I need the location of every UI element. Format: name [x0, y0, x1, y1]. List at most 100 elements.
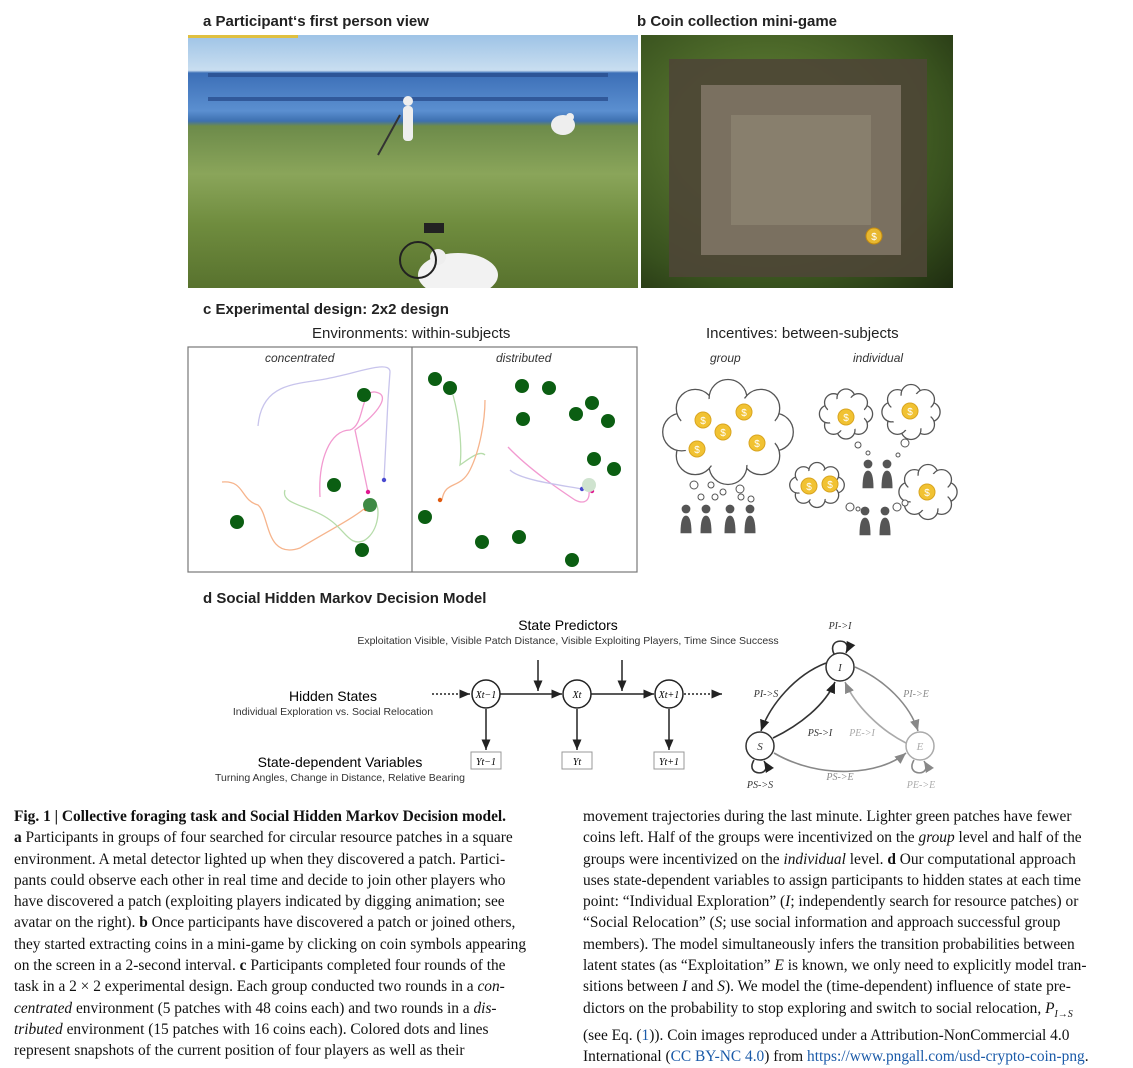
coin-icon: $ [918, 483, 936, 501]
person-icon [724, 504, 736, 534]
caption-line: on the screen in a 2-second interval. c … [14, 955, 526, 976]
state-label: S [757, 741, 763, 753]
thought-bubble [719, 488, 727, 496]
individual-thought-cloud [898, 463, 958, 521]
thought-bubble [711, 493, 719, 501]
incentives-title: Incentives: between-subjects [706, 325, 899, 342]
concentrated-label: concentrated [265, 351, 335, 365]
thought-bubble [707, 481, 715, 489]
caption-line: avatar on the right). b Once participant… [14, 912, 526, 933]
caption-text: Participants in groups of four searched … [21, 829, 513, 847]
coin-symbol: $ [720, 428, 726, 439]
caption-text: groups were incentivized on the [583, 850, 784, 868]
caption-text: a [14, 829, 22, 847]
caption-line: groups were incentivized on the individu… [583, 849, 1089, 870]
transition-probability-label: PS->I [807, 728, 833, 739]
coin-symbol: $ [843, 413, 849, 424]
player-trajectory [319, 391, 383, 498]
hidden-state-node: Xt+1 [654, 679, 684, 709]
first-person-scene [188, 35, 608, 288]
coin-symbol: $ [924, 488, 930, 499]
transition-probability-label: PI->E [902, 689, 929, 700]
state-predictors-title: State Predictors [518, 617, 618, 633]
caption-line: Fig. 1 | Collective foraging task and So… [14, 806, 526, 827]
coin-symbol: $ [754, 439, 760, 450]
transition-arrow [772, 681, 836, 739]
caption-text: movement trajectories during the last mi… [583, 808, 1072, 825]
caption-link[interactable]: 1 [641, 1027, 650, 1045]
caption-text: Once participants have discovered a patc… [147, 914, 516, 932]
resource-patch-depleted [582, 478, 596, 492]
transition-arrow [831, 640, 856, 655]
player-trajectory [507, 446, 590, 503]
caption-line: a Participants in groups of four searche… [14, 827, 526, 848]
state-E-node: E [905, 731, 935, 761]
caption-text: . [1084, 1048, 1089, 1066]
coin-icon: $ [714, 423, 732, 441]
caption-link[interactable]: CC BY-NC 4.0 [670, 1048, 765, 1066]
caption-text: I→S [1054, 1008, 1073, 1020]
panel-a-label: a Participant‘s first person view [203, 13, 429, 30]
hidden-state-node: Xt−1 [471, 679, 501, 709]
resource-patch [418, 510, 432, 524]
caption-line: coins left. Half of the groups were ince… [583, 827, 1089, 848]
transition-arrow [854, 666, 920, 732]
individual-thought-cloud [881, 383, 941, 441]
node-label: Xt−1 [475, 690, 497, 701]
caption-text: Participants completed four rounds of th… [246, 957, 506, 975]
thought-bubble [845, 502, 855, 512]
coin-icon: $ [901, 402, 919, 420]
resource-patch [475, 535, 489, 549]
caption-line: uses state-dependent variables to assign… [583, 870, 1089, 891]
resource-patch [516, 412, 530, 426]
coin-icon: $ [748, 434, 766, 452]
caption-text: b [139, 914, 148, 932]
caption-link[interactable]: https://www.pngall.com/usd-crypto-coin-p… [807, 1048, 1085, 1066]
coin-icon: $ [688, 440, 706, 458]
avatar-digging [551, 113, 575, 135]
thought-bubble [737, 493, 745, 501]
first-person-view-image [188, 35, 638, 288]
resource-patch [601, 414, 615, 428]
group-label: group [710, 351, 741, 365]
caption-left-column: Fig. 1 | Collective foraging task and So… [14, 806, 526, 1062]
caption-text: ) from [764, 1048, 808, 1066]
own-avatar [399, 223, 498, 288]
caption-text: I [785, 893, 791, 911]
caption-text: d [887, 850, 896, 868]
thought-bubble [855, 506, 861, 512]
thought-bubble [900, 438, 910, 448]
coin-symbol: $ [700, 416, 706, 427]
resource-patch [515, 379, 529, 393]
panel-c-label: c Experimental design: 2x2 design [203, 301, 449, 318]
resource-patch [569, 407, 583, 421]
transition-probability-label: PE->E [906, 780, 935, 791]
caption-text: group [918, 829, 955, 847]
caption-line: (see Eq. (1)). Coin images reproduced un… [583, 1025, 1089, 1046]
player-position-dot [365, 489, 371, 495]
caption-text: uses state-dependent variables to assign… [583, 871, 1081, 889]
coin-symbol: $ [806, 482, 812, 493]
caption-text: is known, we only need to explicitly mod… [783, 957, 1087, 975]
coin-symbol: $ [741, 408, 747, 419]
hidden-state-node: Xt [562, 679, 592, 709]
caption-text: Fig. 1 | Collective foraging task and So… [14, 808, 507, 825]
panel-b-label: b Coin collection mini-game [637, 13, 838, 30]
hidden-states-title: Hidden States [289, 688, 377, 704]
coin-icon[interactable]: $ [865, 227, 883, 245]
caption-text: pants could observe each other in real t… [14, 871, 506, 889]
transition-arrow [751, 759, 774, 774]
caption-line: sitions between I and S). We model the (… [583, 976, 1089, 997]
caption-line: they started extracting coins in a mini-… [14, 934, 526, 955]
resource-patch [355, 543, 369, 557]
resource-patch [443, 381, 457, 395]
caption-text: ; use social information and approach su… [722, 914, 1061, 932]
node-label: Yt−1 [476, 757, 496, 768]
person-icon [680, 504, 692, 534]
environment-maps: $$$$$$$$$$ [187, 346, 958, 573]
caption-line: tributed environment (15 patches with 16… [14, 1019, 526, 1040]
person-icon [744, 504, 756, 534]
coin-symbol: $ [871, 232, 877, 243]
caption-text: )). Coin images reproduced under a Attri… [649, 1027, 1070, 1045]
state-predictors-list: Exploitation Visible, Visible Patch Dist… [357, 635, 778, 647]
